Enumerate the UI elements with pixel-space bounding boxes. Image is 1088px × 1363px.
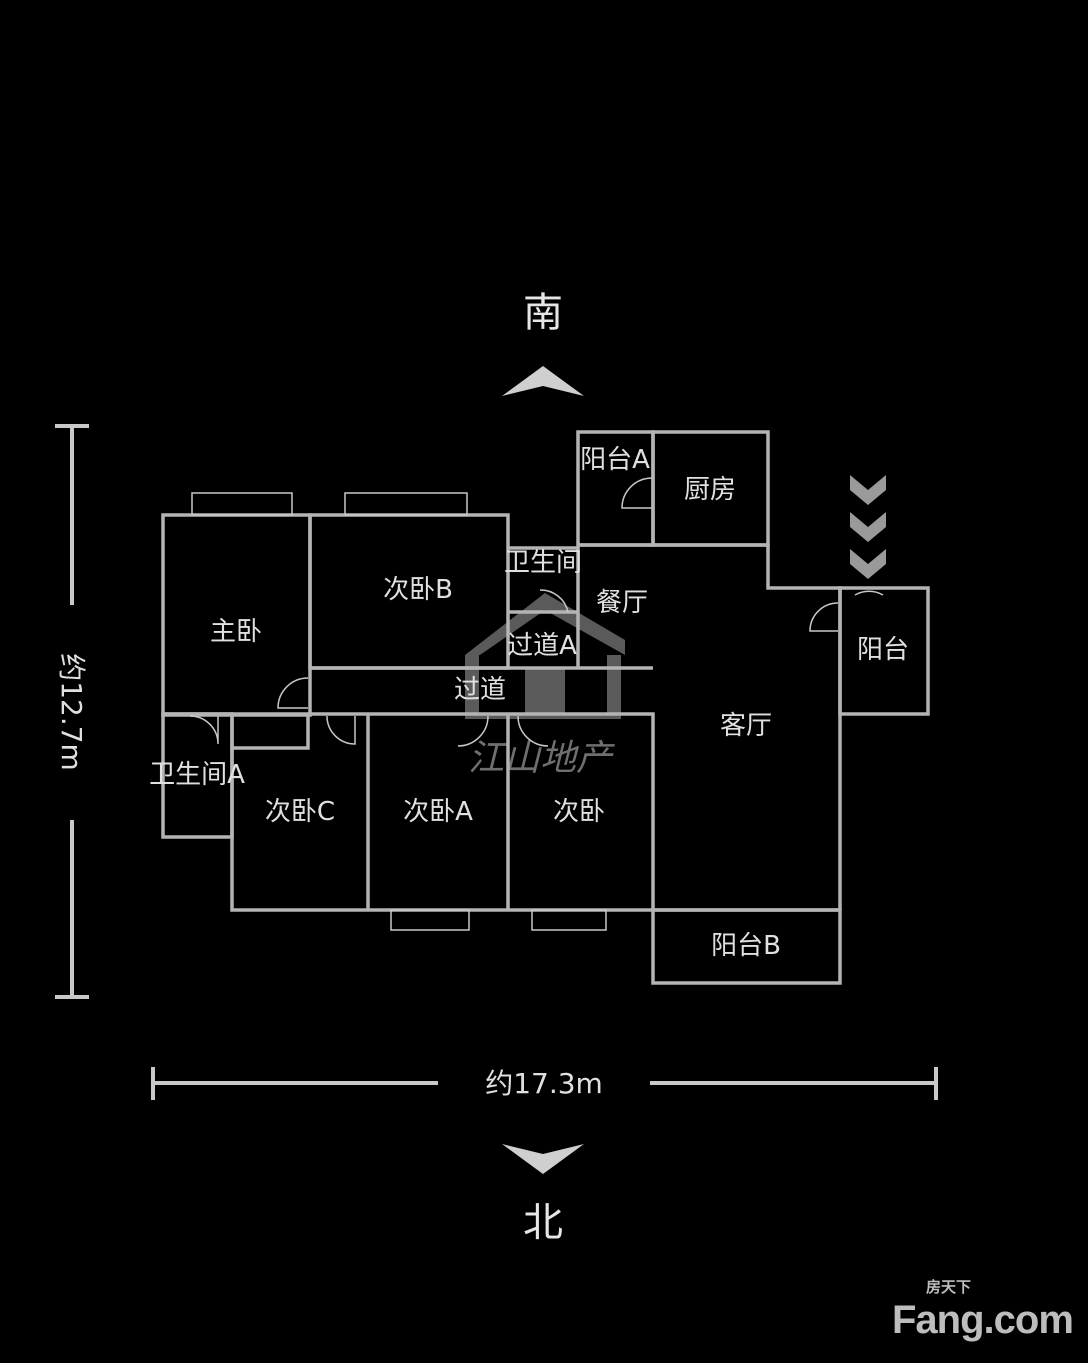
room-hallway: 过道 [454, 675, 506, 705]
room-bedroom-a: 次卧A [403, 797, 473, 827]
north-label: 北 [523, 1200, 563, 1246]
width-dimension: 约17.3m [485, 1067, 603, 1100]
fang-logo: 房天下 Fang.com [892, 1279, 1074, 1342]
watermark-text: 江山地产 [468, 738, 615, 779]
room-balcony-b: 阳台B [711, 931, 781, 961]
room-hallway-a: 过道A [507, 631, 577, 661]
arrow-up-icon [502, 366, 584, 396]
arrow-down-icon [502, 1144, 584, 1174]
width-dimension-line [151, 1067, 938, 1100]
room-bedroom-b: 次卧B [383, 575, 453, 605]
room-kitchen: 厨房 [684, 475, 736, 505]
room-bathroom: 卫生间 [504, 548, 582, 578]
height-dimension: 约12.7m [55, 653, 88, 771]
walls [161, 430, 930, 985]
room-bedroom: 次卧 [553, 797, 605, 827]
logo-brand: Fang.com [892, 1298, 1074, 1342]
height-dimension-line [55, 424, 89, 999]
entrance-chevron-icon [850, 475, 886, 579]
logo-tagline: 房天下 [926, 1279, 972, 1296]
room-master-bedroom: 主卧 [210, 617, 262, 647]
room-balcony: 阳台 [857, 635, 909, 665]
room-dining: 餐厅 [596, 588, 648, 618]
room-balcony-a: 阳台A [580, 445, 650, 475]
watermark-house-icon [465, 593, 625, 719]
room-living: 客厅 [720, 711, 772, 741]
room-bedroom-c: 次卧C [265, 797, 335, 827]
south-label: 南 [523, 290, 563, 336]
room-bathroom-a: 卫生间A [149, 760, 245, 790]
